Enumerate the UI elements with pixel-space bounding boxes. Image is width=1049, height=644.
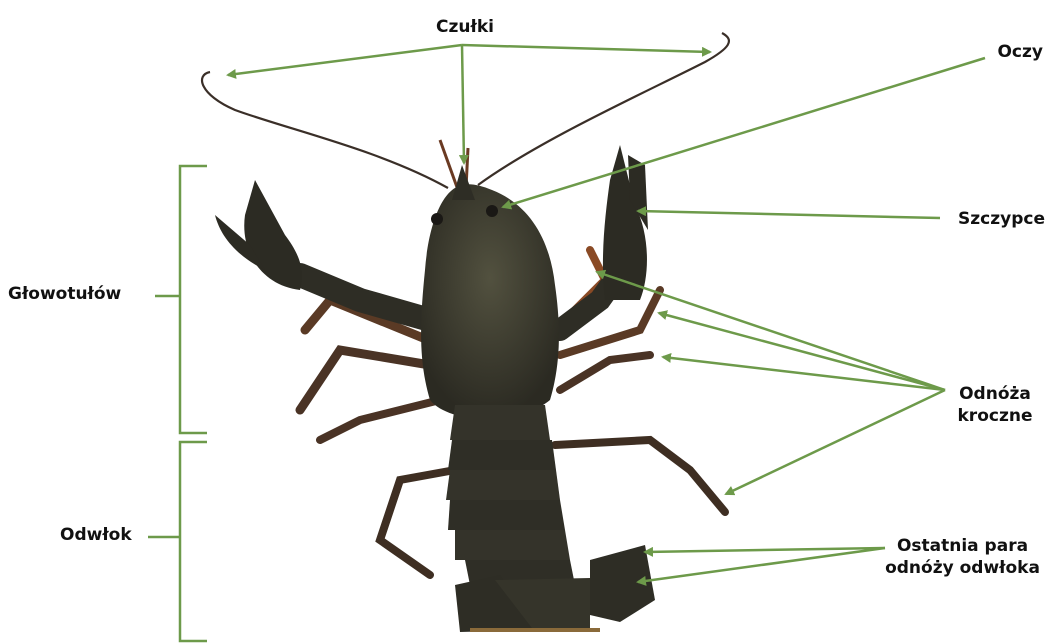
label-cephalothorax: Głowotułów <box>8 283 121 305</box>
pointer-antennae-center <box>462 45 464 163</box>
label-last-pair-line1: Ostatnia para <box>880 535 1045 557</box>
pointer-lines <box>228 45 985 582</box>
leg-left-4 <box>380 470 455 575</box>
leg-left-2 <box>300 350 430 410</box>
brackets <box>148 166 207 641</box>
pointer-legs-2 <box>659 313 945 390</box>
pointer-legs-3 <box>663 357 945 390</box>
left-antennule <box>440 140 458 190</box>
left-antenna <box>202 72 448 188</box>
leg-left-3 <box>320 400 440 440</box>
bracket-abdomen <box>180 442 207 641</box>
pointer-antennae-right <box>462 45 710 52</box>
label-walking-legs-line2: kroczne <box>945 405 1045 427</box>
right-eye <box>486 205 498 217</box>
pointer-legs-1 <box>597 272 945 390</box>
leg-right-4 <box>555 440 725 512</box>
label-last-pair-line2: odnóży odwłoka <box>880 557 1045 579</box>
bracket-cephalothorax <box>180 166 207 433</box>
label-walking-legs-line1: Odnóża <box>945 383 1045 405</box>
pointer-legs-4 <box>726 390 945 494</box>
label-walking-legs: Odnóża kroczne <box>945 383 1045 427</box>
leg-right-3 <box>560 355 650 390</box>
right-antenna <box>478 33 729 185</box>
pointer-antennae-left <box>228 45 462 75</box>
pointer-lastpair-1 <box>645 548 885 552</box>
left-claw-hand <box>244 180 302 290</box>
pointer-pincers <box>638 211 940 218</box>
label-antennae: Czułki <box>420 16 510 38</box>
pointer-lastpair-2 <box>638 548 885 582</box>
crayfish-illustration <box>202 33 729 632</box>
abdomen-segments <box>446 405 575 585</box>
left-eye <box>431 213 443 225</box>
label-last-pair: Ostatnia para odnóży odwłoka <box>880 535 1045 579</box>
pointer-eyes <box>503 58 985 207</box>
label-eyes: Oczy <box>965 41 1043 63</box>
tail-uropod-right <box>590 545 655 622</box>
label-abdomen: Odwłok <box>60 524 132 546</box>
label-pincers: Szczypce <box>920 208 1045 230</box>
